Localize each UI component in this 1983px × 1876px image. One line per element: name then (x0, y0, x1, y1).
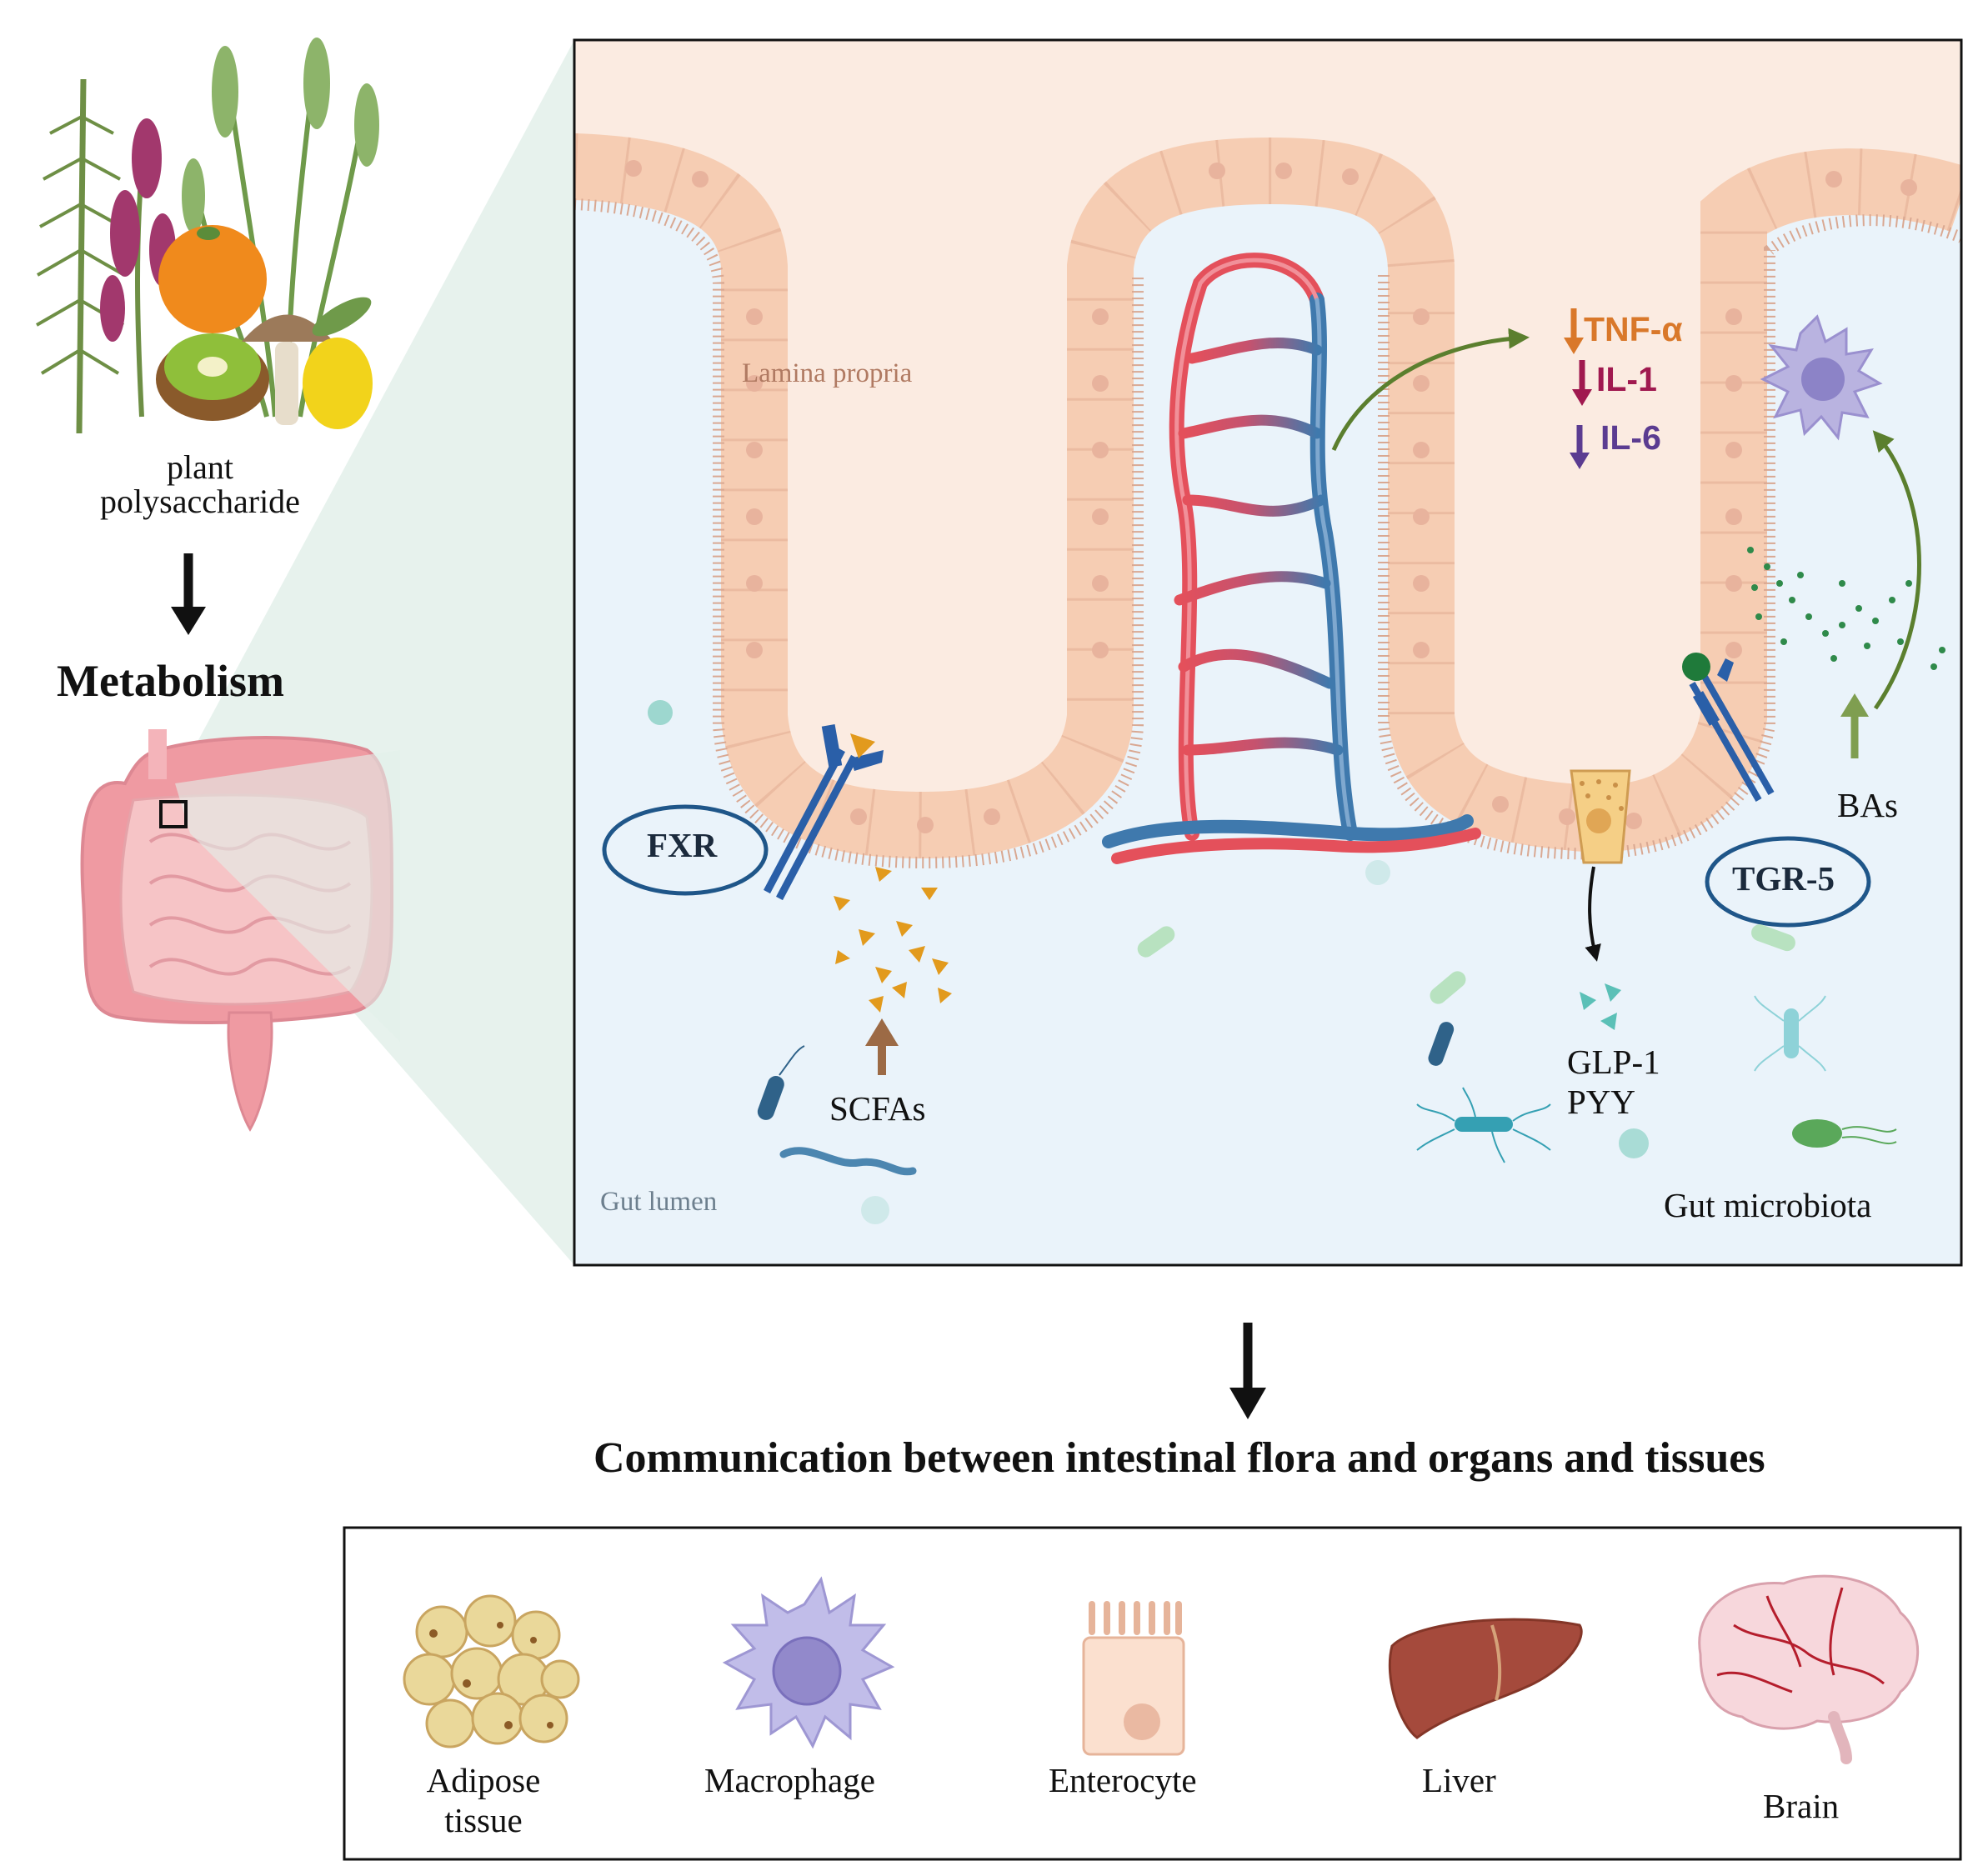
tgr5-ellipse (1705, 836, 1871, 928)
macrophage-icon (722, 1576, 895, 1749)
plant-illustration (36, 38, 379, 434)
communication-title: Communication between intestinal flora a… (593, 1434, 1765, 1482)
glp1-label: GLP-1 (1567, 1043, 1660, 1081)
tnf-alpha-label: TNF-α (1584, 310, 1683, 348)
tgr5-receptor (1682, 653, 1775, 802)
metabolism-arrow (171, 553, 206, 635)
bile-acids-label: BAs (1837, 786, 1898, 824)
enterocyte-label: Enterocyte (1049, 1761, 1197, 1799)
fxr-ellipse (602, 804, 769, 896)
fxr-label: FXR (647, 826, 718, 864)
scfa-label: SCFAs (829, 1089, 926, 1128)
intestine-panel-border (573, 38, 1963, 1267)
plant-label-line2: polysaccharide (100, 483, 300, 520)
intestine-illustration (80, 729, 400, 1132)
gut-microbiota-label: Gut microbiota (1664, 1186, 1872, 1224)
gut-lumen-label: Gut lumen (600, 1187, 718, 1217)
scfa-molecules (834, 867, 952, 1013)
enteroendocrine-cell (1570, 769, 1631, 864)
brain-label: Brain (1763, 1787, 1840, 1825)
zoom-projection (175, 40, 574, 1265)
cytokine-arrows (1564, 308, 1592, 469)
intestine-panel (574, 40, 1961, 1265)
metabolism-label: Metabolism (57, 656, 284, 706)
communication-arrow (1229, 1323, 1266, 1419)
adipose-tissue-icon (403, 1594, 580, 1748)
fxr-receptor (764, 723, 884, 901)
capillary-loop (1102, 253, 1481, 864)
adipose-label-line2: tissue (444, 1801, 523, 1839)
anti-inflammatory-arrow (1331, 328, 1530, 452)
enterocyte-icon (1082, 1601, 1185, 1756)
adipose-label-line1: Adipose (426, 1761, 541, 1799)
pyy-label: PYY (1567, 1083, 1636, 1121)
macrophage-label: Macrophage (704, 1761, 875, 1799)
hormone-labels: GLP-1 PYY (1567, 1042, 1660, 1122)
il6-label: IL-6 (1600, 418, 1661, 457)
il1-label: IL-1 (1596, 360, 1657, 398)
gut-microbes (648, 700, 1897, 1224)
brain-icon (1698, 1574, 1920, 1764)
liver-label: Liver (1422, 1761, 1496, 1799)
lamina-propria-label: Lamina propria (742, 358, 913, 388)
tissue-macrophage (1760, 314, 1883, 441)
liver-icon (1388, 1618, 1583, 1739)
tgr5-label: TGR-5 (1732, 859, 1835, 898)
plant-label-line1: plant (167, 448, 233, 486)
